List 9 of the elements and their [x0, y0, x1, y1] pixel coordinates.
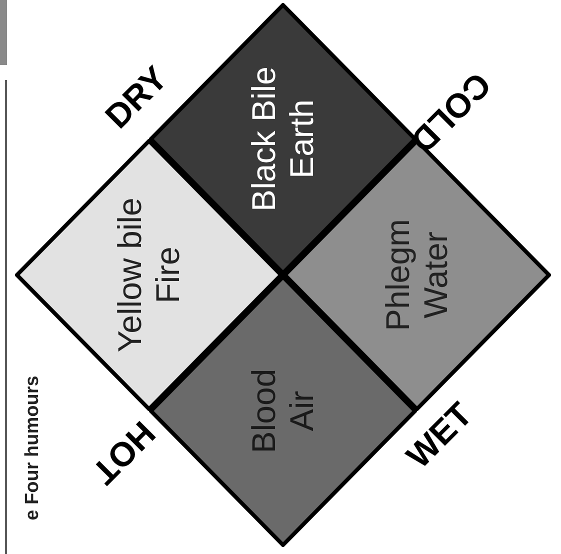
element-name: Air	[283, 390, 321, 434]
humour-name: Black Bile	[245, 66, 283, 212]
humour-name: Yellow bile	[111, 198, 149, 352]
humour-name: Blood	[245, 368, 283, 454]
title: e Four humours	[22, 376, 44, 520]
element-name: Earth	[283, 98, 321, 180]
element-name: Water	[417, 230, 455, 320]
element-name: Fire	[149, 246, 187, 306]
humour-name: Phlegm	[379, 219, 417, 331]
